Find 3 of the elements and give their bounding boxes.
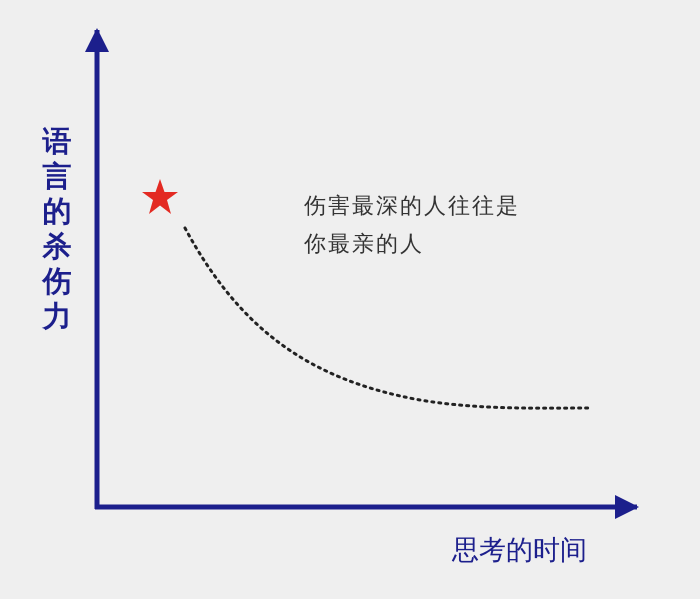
- annotation-text: 伤害最深的人往往是你最亲的人: [304, 193, 521, 259]
- y-axis-label: 语言的杀伤力: [40, 124, 72, 334]
- x-axis-label: 思考的时间: [452, 534, 587, 568]
